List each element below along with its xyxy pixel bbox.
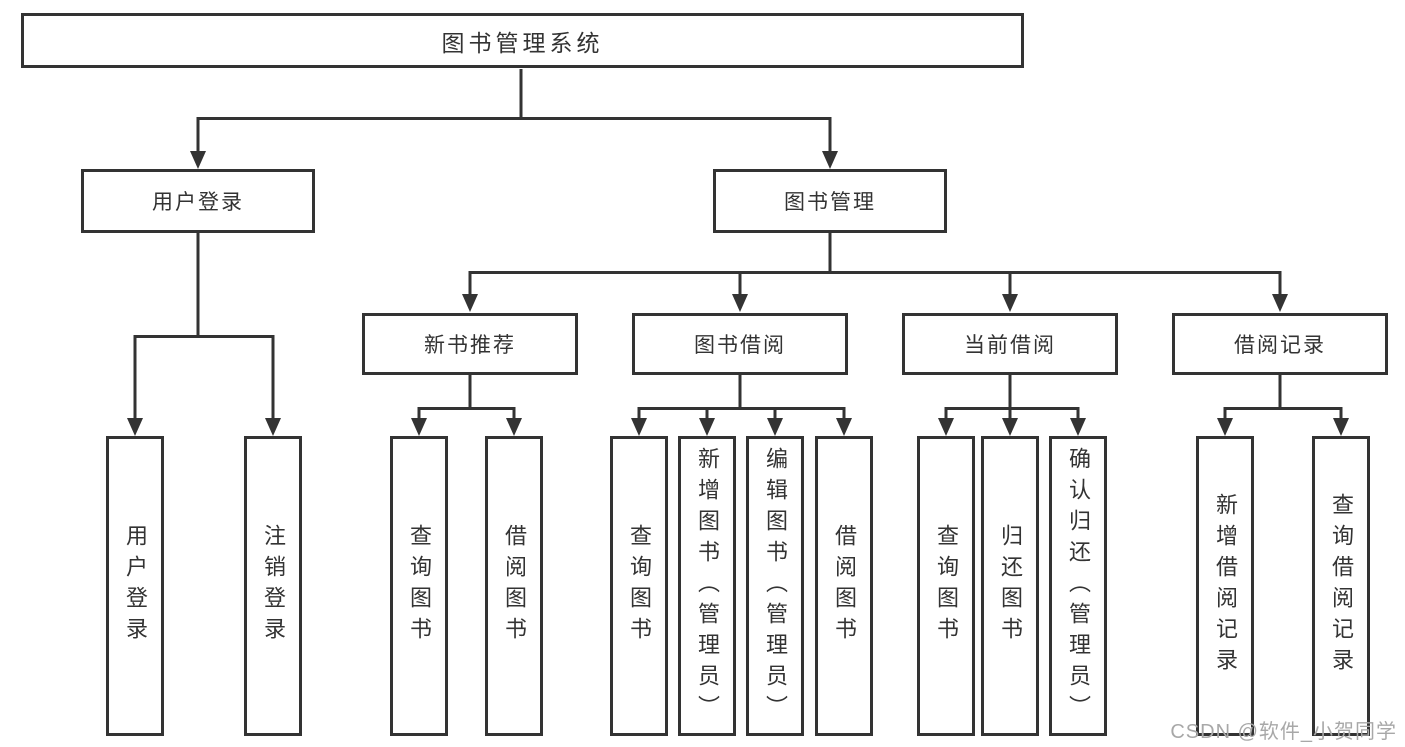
leaf-return-books-label: 归还图书	[998, 524, 1023, 648]
node-new-book-recommend-label: 新书推荐	[424, 334, 516, 357]
leaf-logout-label: 注销登录	[261, 524, 286, 648]
node-user-login-label: 用户登录	[152, 191, 244, 214]
leaf-borrow-books-label: 借阅图书	[832, 524, 857, 648]
leaf-query-books-recommend: 查询图书	[390, 436, 448, 736]
leaf-user-login-label: 用户登录	[123, 524, 148, 648]
leaf-add-borrow-record: 新增借阅记录	[1196, 436, 1254, 736]
leaf-borrow-books-recommend-label: 借阅图书	[502, 524, 527, 648]
node-borrow-records-label: 借阅记录	[1234, 334, 1326, 357]
leaf-query-books-current: 查询图书	[917, 436, 975, 736]
leaf-confirm-return-admin-label: 确认归还（管理员）	[1066, 446, 1091, 726]
node-user-login-group: 用户登录	[81, 169, 315, 233]
node-borrow-records: 借阅记录	[1172, 313, 1388, 375]
leaf-add-book-admin: 新增图书（管理员）	[678, 436, 736, 736]
leaf-confirm-return-admin: 确认归还（管理员）	[1049, 436, 1107, 736]
leaf-logout: 注销登录	[244, 436, 302, 736]
csdn-watermark: CSDN @软件_小贺同学	[1170, 721, 1397, 743]
node-current-borrow: 当前借阅	[902, 313, 1118, 375]
leaf-query-books-borrow: 查询图书	[610, 436, 668, 736]
node-book-borrow: 图书借阅	[632, 313, 848, 375]
leaf-query-borrow-record: 查询借阅记录	[1312, 436, 1370, 736]
leaf-edit-book-admin: 编辑图书（管理员）	[746, 436, 804, 736]
leaf-add-borrow-record-label: 新增借阅记录	[1213, 493, 1238, 679]
tree-edges	[133, 69, 1343, 420]
node-root-system: 图书管理系统	[21, 13, 1024, 68]
leaf-edit-book-admin-label: 编辑图书（管理员）	[763, 446, 788, 726]
leaf-query-books-borrow-label: 查询图书	[627, 524, 652, 648]
leaf-borrow-books-recommend: 借阅图书	[485, 436, 543, 736]
leaf-user-login: 用户登录	[106, 436, 164, 736]
node-root-label: 图书管理系统	[441, 29, 604, 56]
leaf-return-books: 归还图书	[981, 436, 1039, 736]
leaf-query-books-recommend-label: 查询图书	[407, 524, 432, 648]
leaf-borrow-books: 借阅图书	[815, 436, 873, 736]
node-book-borrow-label: 图书借阅	[694, 334, 786, 357]
node-current-borrow-label: 当前借阅	[964, 334, 1056, 357]
node-book-management: 图书管理	[713, 169, 947, 233]
node-book-management-label: 图书管理	[784, 191, 876, 214]
node-new-book-recommend: 新书推荐	[362, 313, 578, 375]
leaf-query-borrow-record-label: 查询借阅记录	[1329, 493, 1354, 679]
leaf-query-books-current-label: 查询图书	[934, 524, 959, 648]
leaf-add-book-admin-label: 新增图书（管理员）	[695, 446, 720, 726]
